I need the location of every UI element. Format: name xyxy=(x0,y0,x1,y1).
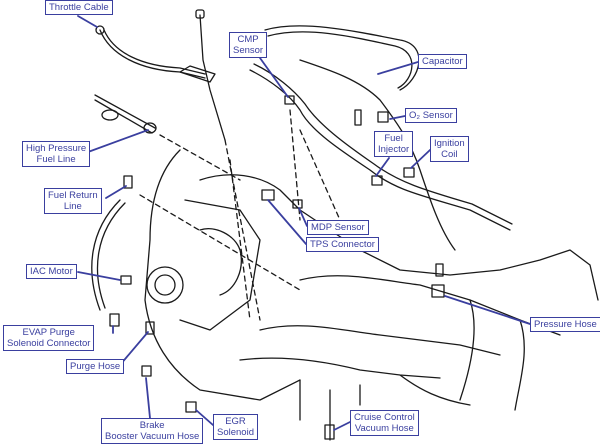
label-text: Pressure Hose xyxy=(534,319,597,330)
label-purge-hose: Purge Hose xyxy=(66,359,125,374)
ignition-coil-arrow xyxy=(410,149,431,169)
throttle-cable-line xyxy=(99,29,206,79)
label-pressure-hose: Pressure Hose xyxy=(530,317,600,332)
label-text: Purge Hose xyxy=(70,361,121,372)
label-text: Injector xyxy=(378,144,410,155)
label-text: EGR xyxy=(225,416,246,427)
label-text: CMP xyxy=(237,34,259,45)
capacitor-arrow xyxy=(377,61,419,75)
label-text: EVAP Purge xyxy=(22,327,75,338)
label-text: TPS Connector xyxy=(310,239,375,250)
label-o2-sensor: O₂ Sensor xyxy=(405,108,457,123)
fuel-line-arrow xyxy=(87,129,149,153)
label-text: Coil xyxy=(441,149,458,160)
label-text: Solenoid Connector xyxy=(7,338,91,349)
label-text: Capacitor xyxy=(422,56,463,67)
label-text: Throttle Cable xyxy=(49,2,109,13)
cruise-control-arrow xyxy=(333,421,351,431)
o2-sensor-arrow xyxy=(389,115,406,120)
label-text: Ignition xyxy=(434,138,465,149)
label-tps-connector: TPS Connector xyxy=(306,237,379,252)
label-text: Cruise Control xyxy=(354,412,415,423)
label-text: Line xyxy=(63,201,82,212)
label-text: Fuel Return xyxy=(48,190,98,201)
label-mdp-sensor: MDP Sensor xyxy=(307,220,369,235)
label-text: Vacuum Hose xyxy=(354,423,414,434)
label-text: IAC Motor xyxy=(30,266,73,277)
label-text: Booster Vacuum Hose xyxy=(105,431,200,442)
label-capacitor: Capacitor xyxy=(418,54,467,69)
label-text: High Pressure xyxy=(26,143,87,154)
throttle-cable-arrow xyxy=(77,15,98,28)
label-text: Fuel Line xyxy=(36,154,76,165)
label-text: Brake xyxy=(139,420,165,431)
label-iac-motor: IAC Motor xyxy=(26,264,77,279)
label-text: O₂ Sensor xyxy=(409,110,453,121)
label-text: MDP Sensor xyxy=(311,222,365,233)
brake-booster-arrow xyxy=(145,377,151,419)
purge-hose-arrow xyxy=(119,331,149,366)
label-throttle-cable: Throttle Cable xyxy=(45,0,113,15)
fuel-return-arrow xyxy=(105,185,127,199)
fuel-injector-arrow xyxy=(375,157,390,177)
pressure-hose-arrow xyxy=(444,295,531,325)
tps-connector-arrow xyxy=(267,199,307,245)
egr-arrow xyxy=(195,409,214,426)
iac-motor-arrow xyxy=(77,271,121,281)
label-text: Solenoid xyxy=(217,427,254,438)
cmp-sensor-arrow xyxy=(259,57,289,98)
label-text: Sensor xyxy=(233,45,264,56)
label-text: Fuel xyxy=(384,133,403,144)
mdp-sensor-arrow xyxy=(298,207,308,227)
